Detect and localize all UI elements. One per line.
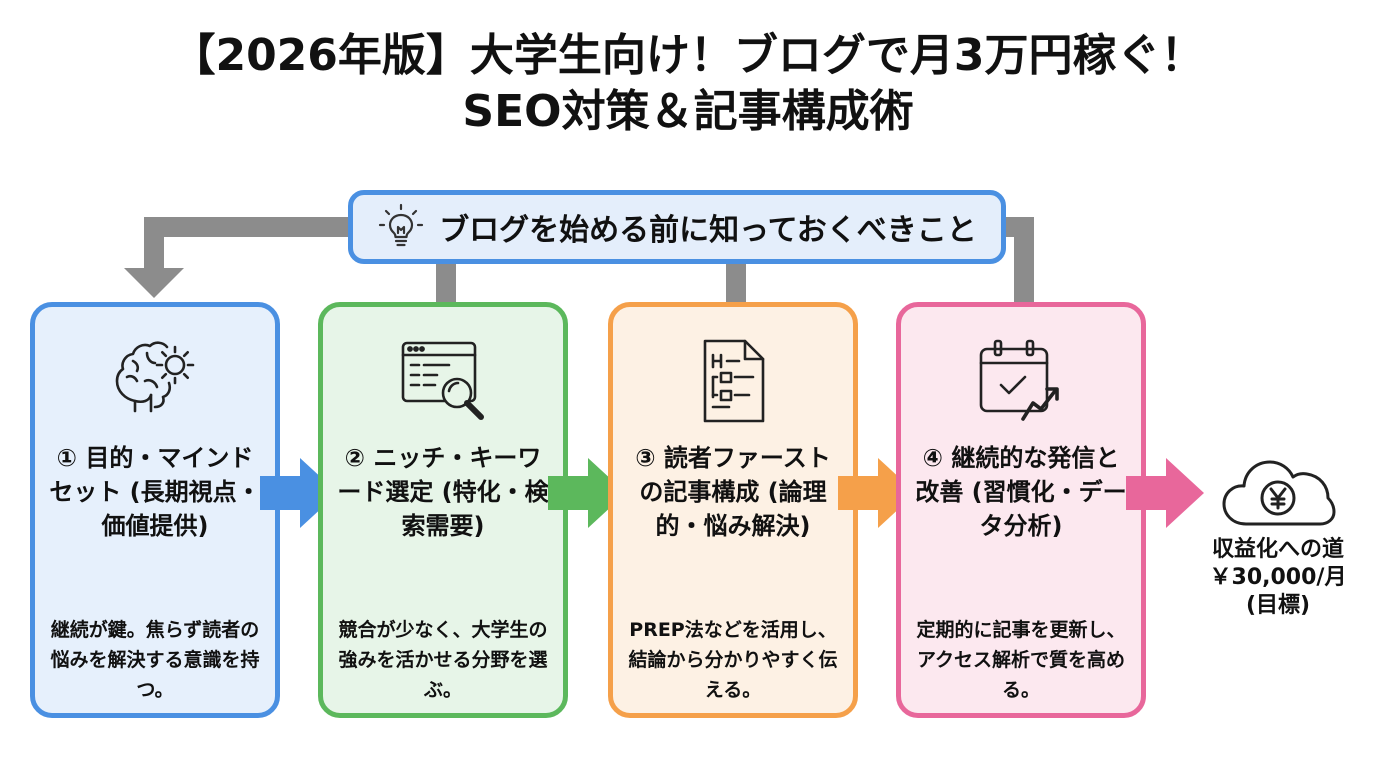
monetization-goal: 収益化への道 ￥30,000/月 (目標) [1192,448,1364,620]
goal-amount: ￥30,000/月 [1209,565,1347,590]
lightbulb-icon [379,203,424,247]
brain-gear-icon [115,341,195,413]
search-window-icon [401,341,484,420]
page-title: 【2026年版】大学生向け！ブログで月3万円稼ぐ！ SEO対策＆記事構成術 [0,28,1376,140]
goal-note: (目標) [1245,593,1311,618]
step-card-3: ③ 読者ファーストの記事構成 (論理的・悩み解決) PREP法などを活用し、結論… [608,302,858,718]
preface-banner: ブログを始める前に知っておくべきこと [348,190,1006,264]
document-outline-icon [703,339,765,423]
step-description-4: 定期的に記事を更新し、アクセス解析で質を高める。 [916,619,1126,701]
calendar-growth-icon [979,339,1059,421]
title-line-1: 【2026年版】大学生向け！ブログで月3万円稼ぐ！ [171,30,1205,81]
step-card-1: ① 目的・マインドセット (長期視点・価値提供) 継続が鍵。焦らず読者の悩みを解… [30,302,280,718]
step-title-1: ① 目的・マインドセット (長期視点・価値提供) [49,444,261,540]
flow-arrow-4 [1126,458,1204,528]
preface-banner-text: ブログを始める前に知っておくべきこと [439,213,977,248]
step-description-3: PREP法などを活用し、結論から分かりやすく伝える。 [628,619,838,701]
step-title-2: ② ニッチ・キーワード選定 (特化・検索需要) [337,444,549,540]
goal-label: 収益化への道 [1211,537,1344,562]
step-description-2: 競合が少なく、大学生の強みを活かせる分野を選ぶ。 [338,619,548,701]
flow-arrow-2 [548,458,626,528]
title-line-2: SEO対策＆記事構成術 [462,86,914,137]
step-card-2: ② ニッチ・キーワード選定 (特化・検索需要) 競合が少なく、大学生の強みを活か… [318,302,568,718]
step-description-1: 継続が鍵。焦らず読者の悩みを解決する意識を持つ。 [50,619,260,701]
step-card-4: ④ 継続的な発信と改善 (習慣化・データ分析) 定期的に記事を更新し、アクセス解… [896,302,1146,718]
step-title-4: ④ 継続的な発信と改善 (習慣化・データ分析) [915,444,1127,540]
step-title-3: ③ 読者ファーストの記事構成 (論理的・悩み解決) [635,444,831,540]
yen-cloud-icon [1222,460,1336,526]
